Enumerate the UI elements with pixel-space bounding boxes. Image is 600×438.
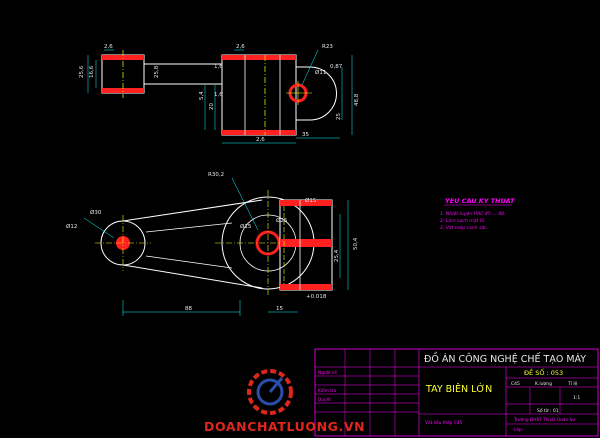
dim-left-h3: 25,8 <box>154 65 160 78</box>
dim-d25: Ø25 <box>276 217 288 224</box>
project-title: ĐỒ ÁN CÔNG NGHỆ CHẾ TẠO MÁY <box>424 352 586 365</box>
clamp-hatch-mid <box>280 239 332 247</box>
arm-inner-upper <box>145 222 233 233</box>
dim-right-2: 48,8 <box>354 93 360 106</box>
dim-mid-4: 20 <box>209 103 215 110</box>
big-hub-hatch-bottom <box>222 130 296 135</box>
drawing-number: ĐỀ SỐ : 053 <box>524 367 563 377</box>
dim-tol1: +0.018 <box>306 294 327 300</box>
big-hub-hatch-top <box>222 55 296 60</box>
scale-value: 1:1 <box>573 395 580 401</box>
requirement-line-1: 1. Nhiệt luyện HRC 45 ... 48. <box>440 210 505 217</box>
dim-left-top: 2,6 <box>104 44 113 50</box>
dim-d15-2: Ø15 <box>305 197 317 204</box>
ear-outline <box>296 66 337 121</box>
clamp-hatch-bottom <box>280 284 332 290</box>
dim-right-3: 0,87 <box>330 64 343 70</box>
dim-mid-1: 1,6 <box>214 64 223 70</box>
dim-right-top: 2,6 <box>236 44 245 50</box>
dim-mid-5: 2,6 <box>256 137 265 143</box>
left-boss-hatch-top <box>102 55 144 60</box>
material-note: Vật liệu thép C45 <box>425 419 463 426</box>
dim-h1: 50,4 <box>353 237 359 250</box>
dim-d15-1: Ø15 <box>240 223 252 230</box>
inner-ring-icon <box>256 378 284 406</box>
requirements-title: YEU CAU KY THUAT <box>445 197 515 205</box>
arm-inner-lower <box>145 255 233 269</box>
dim-left-h2: 16,6 <box>89 65 95 78</box>
dim-bottom-1: 88 <box>185 306 192 312</box>
class-label: Lớp: <box>514 426 523 433</box>
watermark-text: DOANCHATLUONG.VN <box>204 419 365 434</box>
row-approved-by: Duyệt <box>318 396 331 403</box>
part-name: TAY BIÊN LỚN <box>425 383 492 395</box>
technical-requirements: YEU CAU KY THUAT 1. Nhiệt luyện HRC 45 .… <box>440 197 515 231</box>
row-checked-by: Kiểm tra <box>318 387 337 394</box>
dim-right-1: 25 <box>336 113 342 120</box>
front-view: R30,2 Ø30 Ø12 Ø25 Ø15 Ø15 +0.018 50,4 25… <box>66 172 359 316</box>
dim-mid-6: 35 <box>302 132 309 138</box>
row-drawn-by: Người vẽ <box>318 369 337 376</box>
material-value: C45 <box>511 381 520 387</box>
dim-left-h1: 25,6 <box>79 65 85 78</box>
left-boss-hatch-bottom <box>102 88 144 93</box>
dim-d30: Ø30 <box>90 209 102 216</box>
arm-upper-tangent <box>122 199 263 222</box>
dim-r30: R30,2 <box>208 172 224 178</box>
top-view: 2,6 2,6 R23 25,6 16,6 25,8 1,6 1,6 5,4 2… <box>79 44 360 144</box>
requirement-line-3: 3. Vát mép cạnh sắc. <box>440 224 488 231</box>
university: Trường ĐHKT Thuật Quân Sự <box>513 416 575 423</box>
gear-icon <box>247 369 293 415</box>
title-block: ĐỒ ÁN CÔNG NGHỆ CHẾ TẠO MÁY TAY BIÊN LỚN… <box>314 348 599 437</box>
dim-mid-3: 5,4 <box>199 91 205 100</box>
clamp-hatch-top <box>280 200 332 206</box>
arm-lower-tangent <box>122 264 263 289</box>
big-hub-outline <box>221 54 297 136</box>
wrench-icon <box>268 377 284 393</box>
dim-h2: 25,4 <box>334 249 340 262</box>
sheet-count: Số tờ : 01 <box>537 407 559 414</box>
dim-bottom-2: 15 <box>276 306 283 312</box>
dim-mid-2: 1,6 <box>214 92 223 98</box>
scale-label: Tỉ lệ <box>567 380 578 387</box>
dim-r23: R23 <box>322 44 333 50</box>
dim-d12: Ø12 <box>66 223 77 230</box>
dim-right-4: Ø11 <box>315 69 326 76</box>
watermark-logo: DOANCHATLUONG.VN <box>204 369 365 434</box>
mass-label: K.lượng <box>535 381 552 387</box>
requirement-line-2: 2. Làm sạch mặt lỗ. <box>440 217 485 224</box>
